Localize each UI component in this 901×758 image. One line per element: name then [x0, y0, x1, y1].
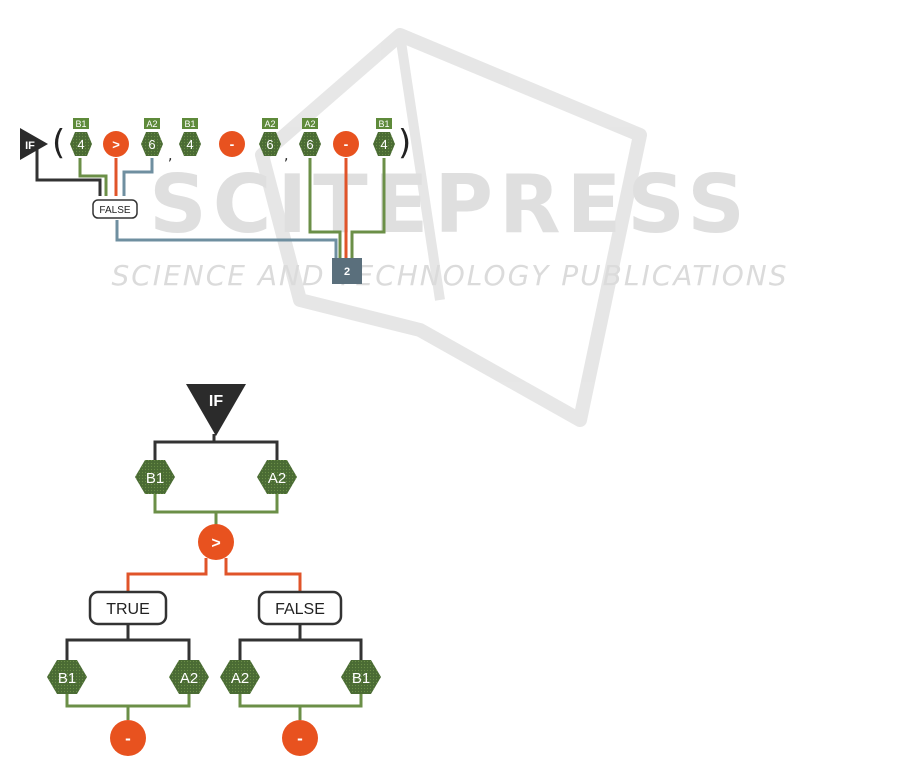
token-a2-value: A2 6	[259, 118, 281, 156]
watermark: SCITEPRESS SCIENCE AND TECHNOLOGY PUBLIC…	[111, 35, 788, 420]
cond-operator-node: >	[198, 524, 234, 560]
false-result-box: FALSE	[93, 200, 137, 218]
token-tag: A2	[146, 119, 157, 129]
operator-symbol: -	[230, 136, 235, 152]
tree-diagram: IF B1 A2 > TRUE FALSE B1	[47, 384, 381, 756]
true-branch-box: TRUE	[90, 592, 166, 624]
watermark-subtitle: SCIENCE AND TECHNOLOGY PUBLICATIONS	[111, 259, 788, 292]
hex-label: A2	[180, 670, 198, 687]
operator-symbol: >	[211, 535, 220, 552]
false-label: FALSE	[275, 601, 325, 618]
true-left-hex: B1	[47, 660, 87, 694]
true-minus-node: -	[110, 720, 146, 756]
token-tag: B1	[184, 119, 195, 129]
false-right-hex: B1	[341, 660, 381, 694]
hex-label: B1	[146, 470, 164, 487]
comma-2: ,	[284, 148, 288, 164]
cond-left-hex: B1	[135, 460, 175, 494]
token-value: 4	[186, 137, 193, 152]
hex-label: A2	[268, 470, 286, 487]
root-if-label: IF	[209, 393, 223, 410]
token-tag: A2	[304, 119, 315, 129]
open-paren: (	[52, 123, 65, 163]
token-a2-value: A2 6	[299, 118, 321, 156]
token-minus-operator: -	[219, 131, 245, 157]
false-branch-box: FALSE	[259, 592, 341, 624]
tree-connectors	[67, 434, 361, 720]
token-tag: B1	[378, 119, 389, 129]
token-value: 6	[148, 137, 155, 152]
close-paren: )	[398, 123, 411, 163]
operator-symbol: >	[112, 137, 120, 152]
false-label: FALSE	[99, 205, 130, 216]
comma-1: ,	[168, 148, 172, 164]
token-b1-value: B1 4	[70, 118, 92, 156]
if-node: IF	[20, 128, 48, 160]
token-tag: A2	[264, 119, 275, 129]
false-minus-node: -	[282, 720, 318, 756]
token-b1-value: B1 4	[179, 118, 201, 156]
result-value: 2	[344, 266, 350, 278]
token-value: 6	[306, 137, 313, 152]
token-tag: B1	[75, 119, 86, 129]
cond-right-hex: A2	[257, 460, 297, 494]
operator-symbol: -	[344, 136, 349, 152]
token-value: 4	[380, 137, 387, 152]
hex-label: A2	[231, 670, 249, 687]
operator-symbol: -	[297, 729, 303, 748]
operator-symbol: -	[125, 729, 131, 748]
tree-root-if-node: IF	[186, 384, 246, 436]
token-minus-operator: -	[333, 131, 359, 157]
if-label: IF	[25, 140, 35, 152]
token-greater-operator: >	[103, 131, 129, 157]
token-a2-value: A2 6	[141, 118, 163, 156]
token-b1-value: B1 4	[373, 118, 395, 156]
true-right-hex: A2	[169, 660, 209, 694]
token-value: 4	[77, 137, 84, 152]
false-left-hex: A2	[220, 660, 260, 694]
watermark-title: SCITEPRESS	[149, 158, 751, 251]
hex-label: B1	[58, 670, 76, 687]
true-label: TRUE	[106, 601, 150, 618]
result-box: 2	[332, 258, 362, 284]
hex-label: B1	[352, 670, 370, 687]
token-value: 6	[266, 137, 273, 152]
